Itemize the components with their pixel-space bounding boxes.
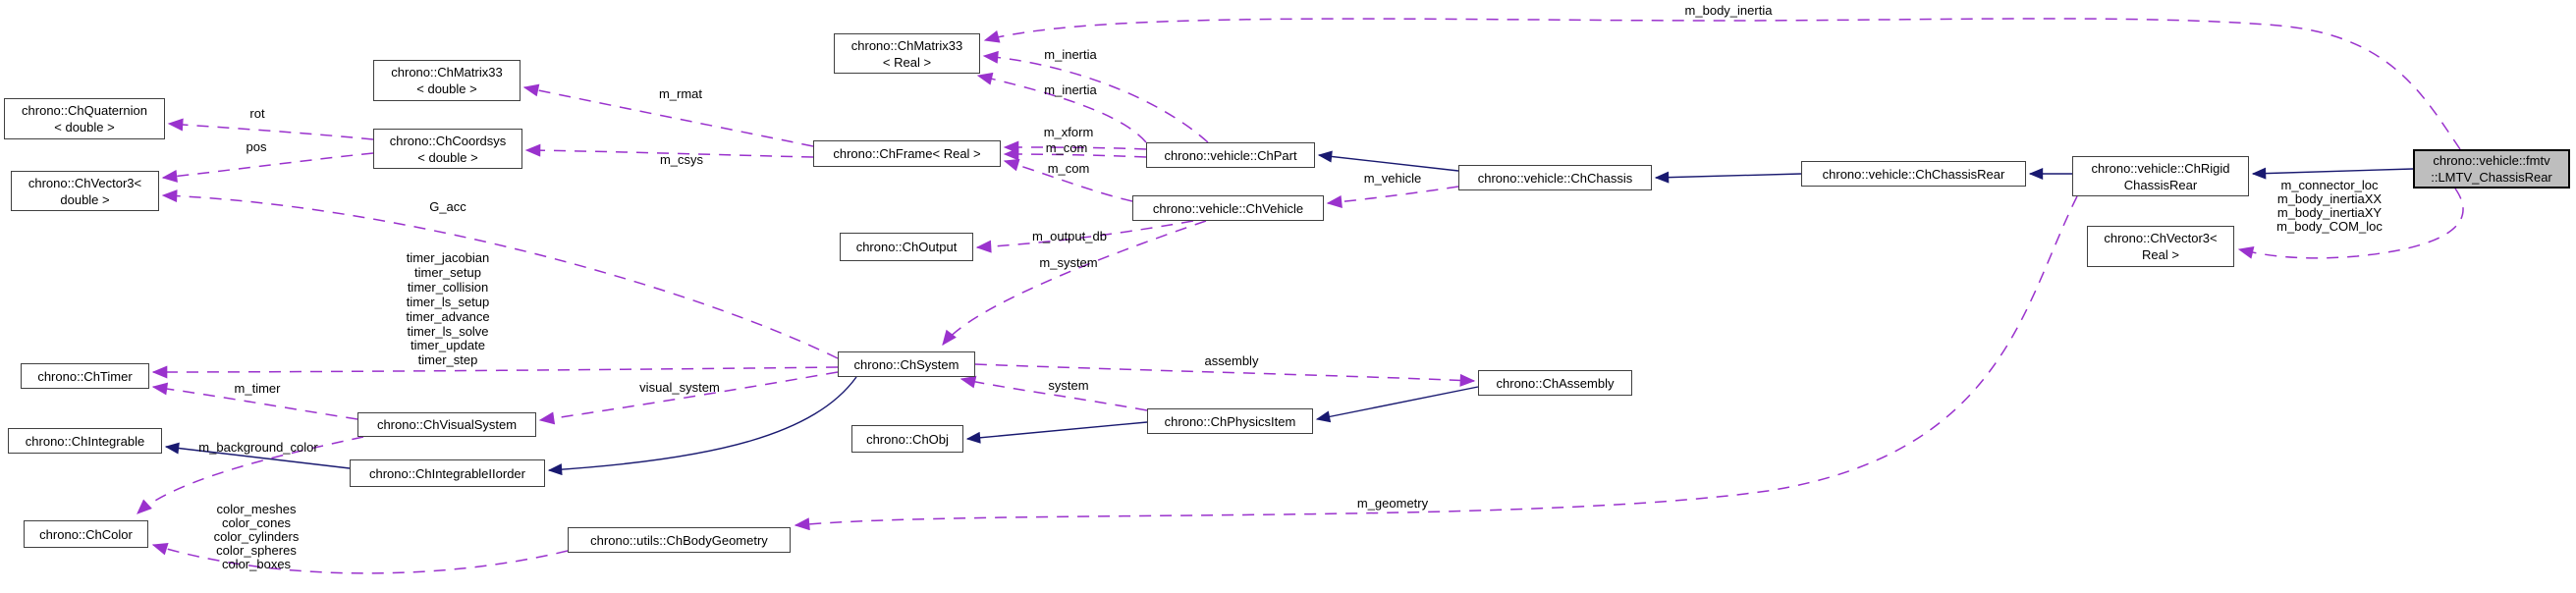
- edge-inherit-lmtv-chrigidchassisrear: [2251, 167, 2414, 180]
- edge-label-m-com-2: m_com: [1047, 161, 1090, 176]
- node-chrono-chtimer[interactable]: chrono::ChTimer: [21, 363, 149, 389]
- node-chrono-utils-chbodygeometry[interactable]: chrono::utils::ChBodyGeometry: [568, 527, 791, 553]
- node-chrono-chsystem[interactable]: chrono::ChSystem: [838, 351, 975, 377]
- edge-m-body-inertia: [983, 18, 2461, 150]
- edge-inherit-chchassisrear-chchassis: [1654, 171, 1802, 184]
- edge-m-xform: [1003, 140, 1147, 154]
- edge-label-m-com-1: m_com: [1045, 140, 1088, 155]
- edge-inherit-chintegrableiiorder-chintegrable: [164, 442, 351, 469]
- edge-label-m-connector-bundle: m_connector_loc m_body_inertiaXX m_body_…: [2276, 178, 2383, 234]
- edge-m-timer: [151, 382, 358, 420]
- node-chrono-chvector3-real[interactable]: chrono::ChVector3< Real >: [2087, 226, 2234, 267]
- edge-inherit-chsystem-chintegrableiiorder: [547, 376, 857, 476]
- edge-label-colors-bundle: color_meshes color_cones color_cylinders…: [213, 502, 300, 571]
- node-chrono-vehicle-chpart[interactable]: chrono::vehicle::ChPart: [1146, 142, 1315, 168]
- edge-assembly: [974, 363, 1476, 387]
- edge-label-timers: timer_jacobian timer_setup timer_collisi…: [406, 250, 490, 368]
- edge-label-m-geometry: m_geometry: [1356, 496, 1429, 511]
- node-chrono-vehicle-chchassis[interactable]: chrono::vehicle::ChChassis: [1458, 165, 1652, 190]
- edge-m-connector-bundle: [2237, 188, 2464, 259]
- edge-label-pos: pos: [246, 139, 267, 154]
- edge-label-m-background-color: m_background_color: [198, 440, 318, 455]
- edge-label-m-vehicle: m_vehicle: [1363, 171, 1422, 186]
- edge-m-inertia-1: [982, 50, 1209, 143]
- edge-label-rot: rot: [249, 106, 265, 121]
- edge-g-acc: [161, 189, 839, 359]
- edge-inherit-chchassis-chpart: [1317, 150, 1459, 172]
- node-chrono-chphysicsitem[interactable]: chrono::ChPhysicsItem: [1147, 408, 1313, 434]
- edge-m-system: [942, 220, 1207, 347]
- node-chrono-chmatrix33-real[interactable]: chrono::ChMatrix33 < Real >: [834, 33, 980, 74]
- edge-m-rmat: [522, 83, 814, 147]
- edge-label-m-xform: m_xform: [1043, 125, 1094, 139]
- node-chrono-chmatrix33-double[interactable]: chrono::ChMatrix33 < double >: [373, 60, 521, 101]
- edge-label-g-acc: G_acc: [429, 199, 466, 214]
- node-chrono-chintegrable[interactable]: chrono::ChIntegrable: [8, 428, 162, 454]
- node-chrono-vehicle-chchassisrear[interactable]: chrono::vehicle::ChChassisRear: [1801, 161, 2026, 187]
- node-chrono-chcoordsys-double[interactable]: chrono::ChCoordsys < double >: [373, 129, 522, 169]
- node-chrono-chframe-real[interactable]: chrono::ChFrame< Real >: [813, 140, 1001, 167]
- edge-m-output-db: [975, 220, 1194, 253]
- node-chrono-chquaternion-double[interactable]: chrono::ChQuaternion < double >: [4, 98, 165, 139]
- node-chrono-chcolor[interactable]: chrono::ChColor: [24, 520, 148, 548]
- edge-system: [959, 375, 1148, 411]
- edge-label-m-rmat: m_rmat: [658, 86, 703, 101]
- edge-m-geometry: [794, 195, 2078, 531]
- node-chrono-vehicle-chrigidchassisrear[interactable]: chrono::vehicle::ChRigid ChassisRear: [2072, 156, 2249, 196]
- edge-m-vehicle: [1326, 186, 1459, 208]
- edge-label-visual-system: visual_system: [639, 380, 720, 395]
- edge-m-csys: [524, 143, 814, 158]
- edge-label-m-csys: m_csys: [659, 152, 704, 167]
- node-chrono-chintegrableiiorder[interactable]: chrono::ChIntegrableIIorder: [350, 459, 545, 487]
- edge-inherit-chphysicsitem-chobj: [965, 421, 1148, 444]
- edge-m-background-color: [137, 436, 364, 514]
- edge-label-m-body-inertia: m_body_inertia: [1684, 3, 1773, 18]
- edge-rot: [167, 118, 374, 140]
- node-chrono-vehicle-chvehicle[interactable]: chrono::vehicle::ChVehicle: [1132, 195, 1324, 221]
- node-chrono-chvisualsystem[interactable]: chrono::ChVisualSystem: [357, 412, 536, 437]
- node-chrono-choutput[interactable]: chrono::ChOutput: [840, 233, 973, 261]
- node-chrono-chvector3-double[interactable]: chrono::ChVector3< double >: [11, 171, 159, 211]
- edge-timers: [151, 365, 839, 379]
- node-chrono-chassembly[interactable]: chrono::ChAssembly: [1478, 370, 1632, 396]
- edge-m-com-2: [1003, 158, 1133, 202]
- edge-colors-bundle: [151, 542, 569, 574]
- edge-label-system: system: [1048, 378, 1089, 393]
- edge-label-m-timer: m_timer: [234, 381, 281, 396]
- edge-label-m-output-db: m_output_db: [1032, 229, 1107, 243]
- edge-label-m-system: m_system: [1039, 255, 1098, 270]
- edge-inherit-chassembly-chphysicsitem: [1315, 386, 1479, 423]
- edge-visual-system: [538, 371, 839, 425]
- edge-label-m-inertia-2: m_inertia: [1044, 82, 1097, 97]
- edge-label-assembly: assembly: [1204, 353, 1259, 368]
- node-chrono-vehicle-fmtv-lmtv-chassisrear: chrono::vehicle::fmtv ::LMTV_ChassisRear: [2413, 149, 2570, 189]
- edge-m-com-1: [1003, 147, 1147, 161]
- edge-label-m-inertia-1: m_inertia: [1044, 47, 1097, 62]
- node-chrono-chobj[interactable]: chrono::ChObj: [851, 425, 963, 453]
- edge-pos: [161, 152, 374, 183]
